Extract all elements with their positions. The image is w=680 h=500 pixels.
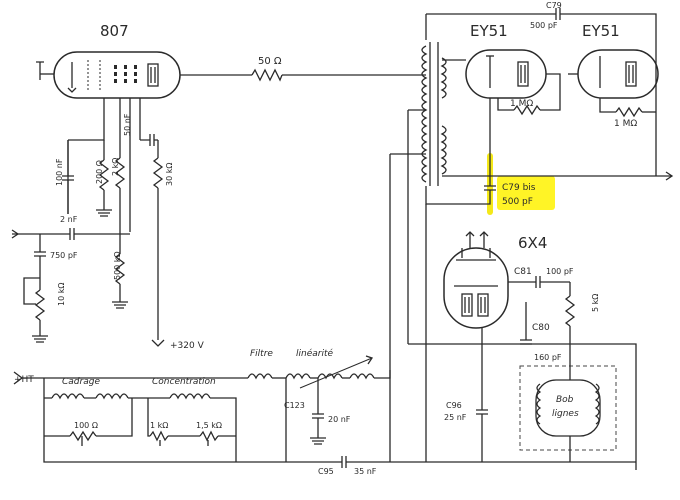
resistor-1m-b: [615, 106, 643, 118]
tube-ey51-right-label: EY51: [582, 22, 620, 40]
label-c96-val: 25 nF: [444, 413, 467, 422]
label-filtre: Filtre: [250, 349, 273, 359]
label-30k: 30 kΩ: [165, 163, 174, 186]
bob-lignes-box: [519, 365, 617, 451]
label-1m-b: 1 MΩ: [614, 119, 637, 129]
label-100-ohm: 100 Ω: [74, 421, 98, 430]
label-50-ohm: 50 Ω: [258, 56, 282, 67]
label-c80-val: 160 pF: [534, 353, 562, 362]
tube-6x4: [443, 247, 509, 329]
label-2nf: 2 nF: [60, 215, 78, 224]
label-concentration: Concentration: [152, 377, 216, 387]
label-100nf: 100 nF: [55, 158, 64, 186]
label-c79bis-val: 500 pF: [502, 197, 533, 207]
label-5k: 5 kΩ: [591, 294, 600, 312]
label-c79bis: C79 bis: [502, 183, 536, 193]
label-c123-val: 20 nF: [328, 415, 351, 424]
label-c80: C80: [532, 323, 550, 333]
label-1-5k: 1,5 kΩ: [196, 421, 222, 430]
tube-807: [53, 51, 181, 99]
label-c95: C95: [318, 467, 334, 476]
capacitor-c79bis: [425, 156, 496, 205]
label-c95-val: 35 nF: [354, 467, 377, 476]
label-2k: 2 kΩ: [111, 158, 120, 176]
label-c81-val: 100 pF: [546, 267, 574, 276]
tube-6x4-label: 6X4: [518, 234, 547, 252]
label-750pf: 750 pF: [50, 251, 78, 260]
label-c123: C123: [284, 401, 305, 410]
label-lignes: lignes: [552, 409, 579, 419]
label-50nf: 50 nF: [123, 113, 132, 136]
tube-ey51-right: [577, 49, 659, 99]
label-1m-a: 1 MΩ: [510, 99, 533, 109]
label-200-ohm: 200 Ω: [95, 160, 104, 184]
label-c81: C81: [514, 267, 532, 277]
label-plus-ht: +HT: [14, 375, 34, 385]
output-transformer: [421, 42, 447, 186]
resistor-1m-a: [513, 104, 541, 116]
label-10k: 10 kΩ: [57, 283, 66, 306]
label-c96: C96: [446, 401, 462, 410]
label-cadrage: Cadrage: [62, 377, 100, 387]
label-1k: 1 kΩ: [150, 421, 168, 430]
resistor-50-ohm: [251, 68, 283, 82]
label-500k: 500 kΩ: [113, 251, 122, 280]
tube-807-label: 807: [100, 22, 129, 40]
label-c79: C79: [546, 1, 562, 10]
tube-ey51-left-label: EY51: [470, 22, 508, 40]
label-c79-val: 500 pF: [530, 21, 558, 30]
label-320v: +320 V: [170, 341, 205, 351]
label-bob: Bob: [556, 395, 574, 405]
label-linearite: linéarité: [296, 348, 333, 359]
tube-ey51-left: [465, 49, 547, 99]
